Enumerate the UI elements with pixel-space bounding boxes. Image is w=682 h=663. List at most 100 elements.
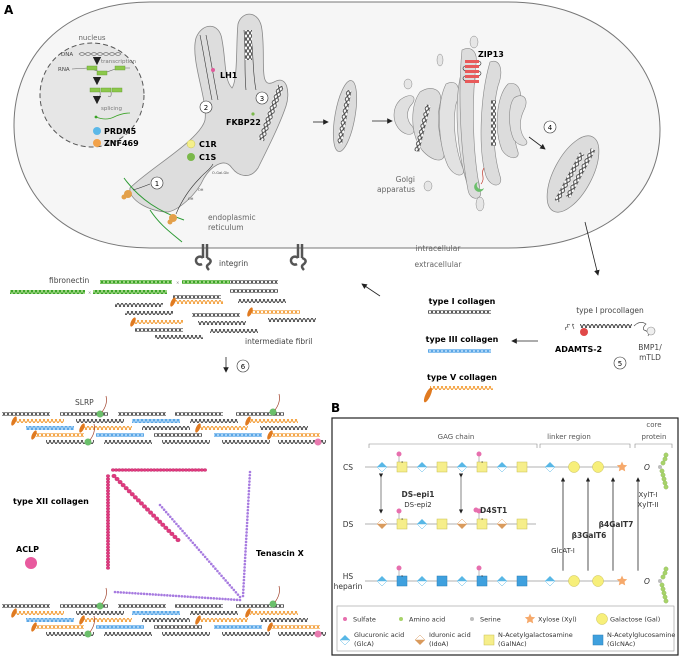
- domain-bead: [244, 550, 247, 553]
- collagen-molecule: [104, 440, 152, 444]
- domain-bead: [247, 483, 251, 487]
- domain-bead: [114, 477, 120, 482]
- legend-serine-icon: [470, 617, 474, 621]
- domain-bead: [203, 468, 207, 472]
- prdm5-label: PRDM5: [104, 127, 137, 136]
- legend-box: [336, 605, 675, 652]
- collagen-molecule: [132, 611, 180, 615]
- domain-bead: [168, 515, 172, 519]
- legend-amino-acid-icon: [399, 617, 403, 621]
- fkbp22-marker: [251, 112, 255, 116]
- collagen-molecule: [175, 604, 223, 608]
- legend-label: Amino acid: [409, 616, 445, 624]
- domain-bead: [227, 597, 230, 601]
- svg-text:×: ×: [176, 280, 179, 285]
- collagen-molecule: [230, 289, 278, 293]
- domain-bead: [220, 574, 223, 578]
- domain-bead: [222, 576, 225, 580]
- domain-bead: [226, 581, 229, 585]
- xyl-icon: [616, 461, 628, 472]
- bmp1-enzyme: [646, 326, 656, 336]
- galnac-icon: [483, 634, 495, 646]
- glca-icon: [496, 576, 508, 587]
- collagen-molecule: [154, 625, 202, 629]
- galnac-icon: [436, 461, 448, 473]
- collagen-molecule: [36, 433, 84, 437]
- domain-bead: [106, 515, 110, 520]
- domain-bead: [106, 506, 110, 511]
- sulfate-icon: [396, 508, 402, 514]
- serine-icon: [658, 579, 662, 583]
- domain-bead: [195, 546, 199, 549]
- glca-icon: [376, 462, 388, 473]
- domain-bead: [174, 594, 178, 598]
- row-label: heparin: [334, 582, 363, 591]
- er-label-1: endoplasmic: [208, 213, 256, 222]
- domain-bead: [164, 510, 168, 514]
- domain-bead: [126, 489, 132, 494]
- domain-bead: [241, 591, 245, 595]
- aclp-protein: [25, 557, 37, 569]
- domain-bead: [224, 579, 227, 582]
- domain-bead: [142, 504, 147, 509]
- domain-bead: [145, 507, 150, 512]
- amino-acid-icon: [663, 566, 669, 572]
- sulfate-icon: [476, 565, 482, 571]
- secretory-vesicle: [546, 135, 600, 213]
- domain-bead: [189, 539, 193, 542]
- domain-bead: [189, 595, 192, 599]
- slrp-protein: [269, 600, 277, 608]
- domain-bead: [180, 594, 184, 598]
- domain-bead: [154, 516, 160, 521]
- step-4-badge: 4: [543, 120, 557, 134]
- galnac-icon: [476, 461, 488, 473]
- svg-text:3: 3: [260, 95, 264, 103]
- domain-bead: [119, 591, 123, 594]
- domain-bead: [106, 492, 110, 496]
- collagen-molecule: [260, 618, 308, 622]
- collagen-molecule: [115, 303, 163, 307]
- domain-bead: [247, 492, 251, 496]
- domain-bead: [232, 598, 236, 601]
- endoplasmic-reticulum: O-Gal-Glc OH OH LH1 FKBP22 C1R C1S 1 2 3…: [121, 13, 289, 243]
- collagen-molecule: [268, 318, 316, 322]
- xylt1-label: XylT-I: [638, 491, 657, 499]
- collagen-molecule: [200, 426, 248, 430]
- idoa-icon: [456, 518, 468, 529]
- zip13-transporter: [462, 60, 482, 83]
- galnac-icon: [396, 518, 408, 530]
- domain-bead: [171, 517, 174, 521]
- amino-acid-icon: [660, 574, 666, 580]
- exon: [96, 70, 108, 76]
- bracket: [634, 443, 673, 448]
- domain-bead: [193, 543, 197, 547]
- domain-bead: [242, 578, 246, 582]
- collagen-molecule: [118, 604, 166, 608]
- zip13-label: ZIP13: [478, 50, 504, 59]
- slrp-label: SLRP: [75, 398, 94, 407]
- gal-icon: [592, 575, 604, 587]
- domain-bead: [166, 528, 172, 533]
- gal-icon: [568, 575, 580, 587]
- collagen-molecule: [278, 440, 326, 444]
- domain-bead: [244, 547, 247, 550]
- rna-label: RNA: [58, 67, 70, 73]
- collagen-molecule: [46, 632, 94, 636]
- secretion-arrow: [528, 136, 546, 150]
- domain-bead: [212, 597, 216, 600]
- slrp-protein: [84, 438, 92, 446]
- c1r-dot: [186, 139, 196, 149]
- domain-bead: [106, 560, 110, 564]
- domain-bead: [238, 598, 242, 602]
- glcnac-icon: [592, 634, 604, 646]
- domain-bead: [173, 520, 176, 523]
- domain-bead: [145, 592, 149, 596]
- domain-bead: [106, 483, 110, 487]
- o-linkage-label: O: [644, 463, 650, 472]
- o-linkage-label: O: [644, 577, 650, 586]
- domain-bead: [106, 563, 110, 567]
- collagen-molecule: [252, 310, 300, 314]
- znf469-dot: [93, 139, 101, 147]
- intermediate-fibril-label: intermediate fibril: [245, 337, 312, 346]
